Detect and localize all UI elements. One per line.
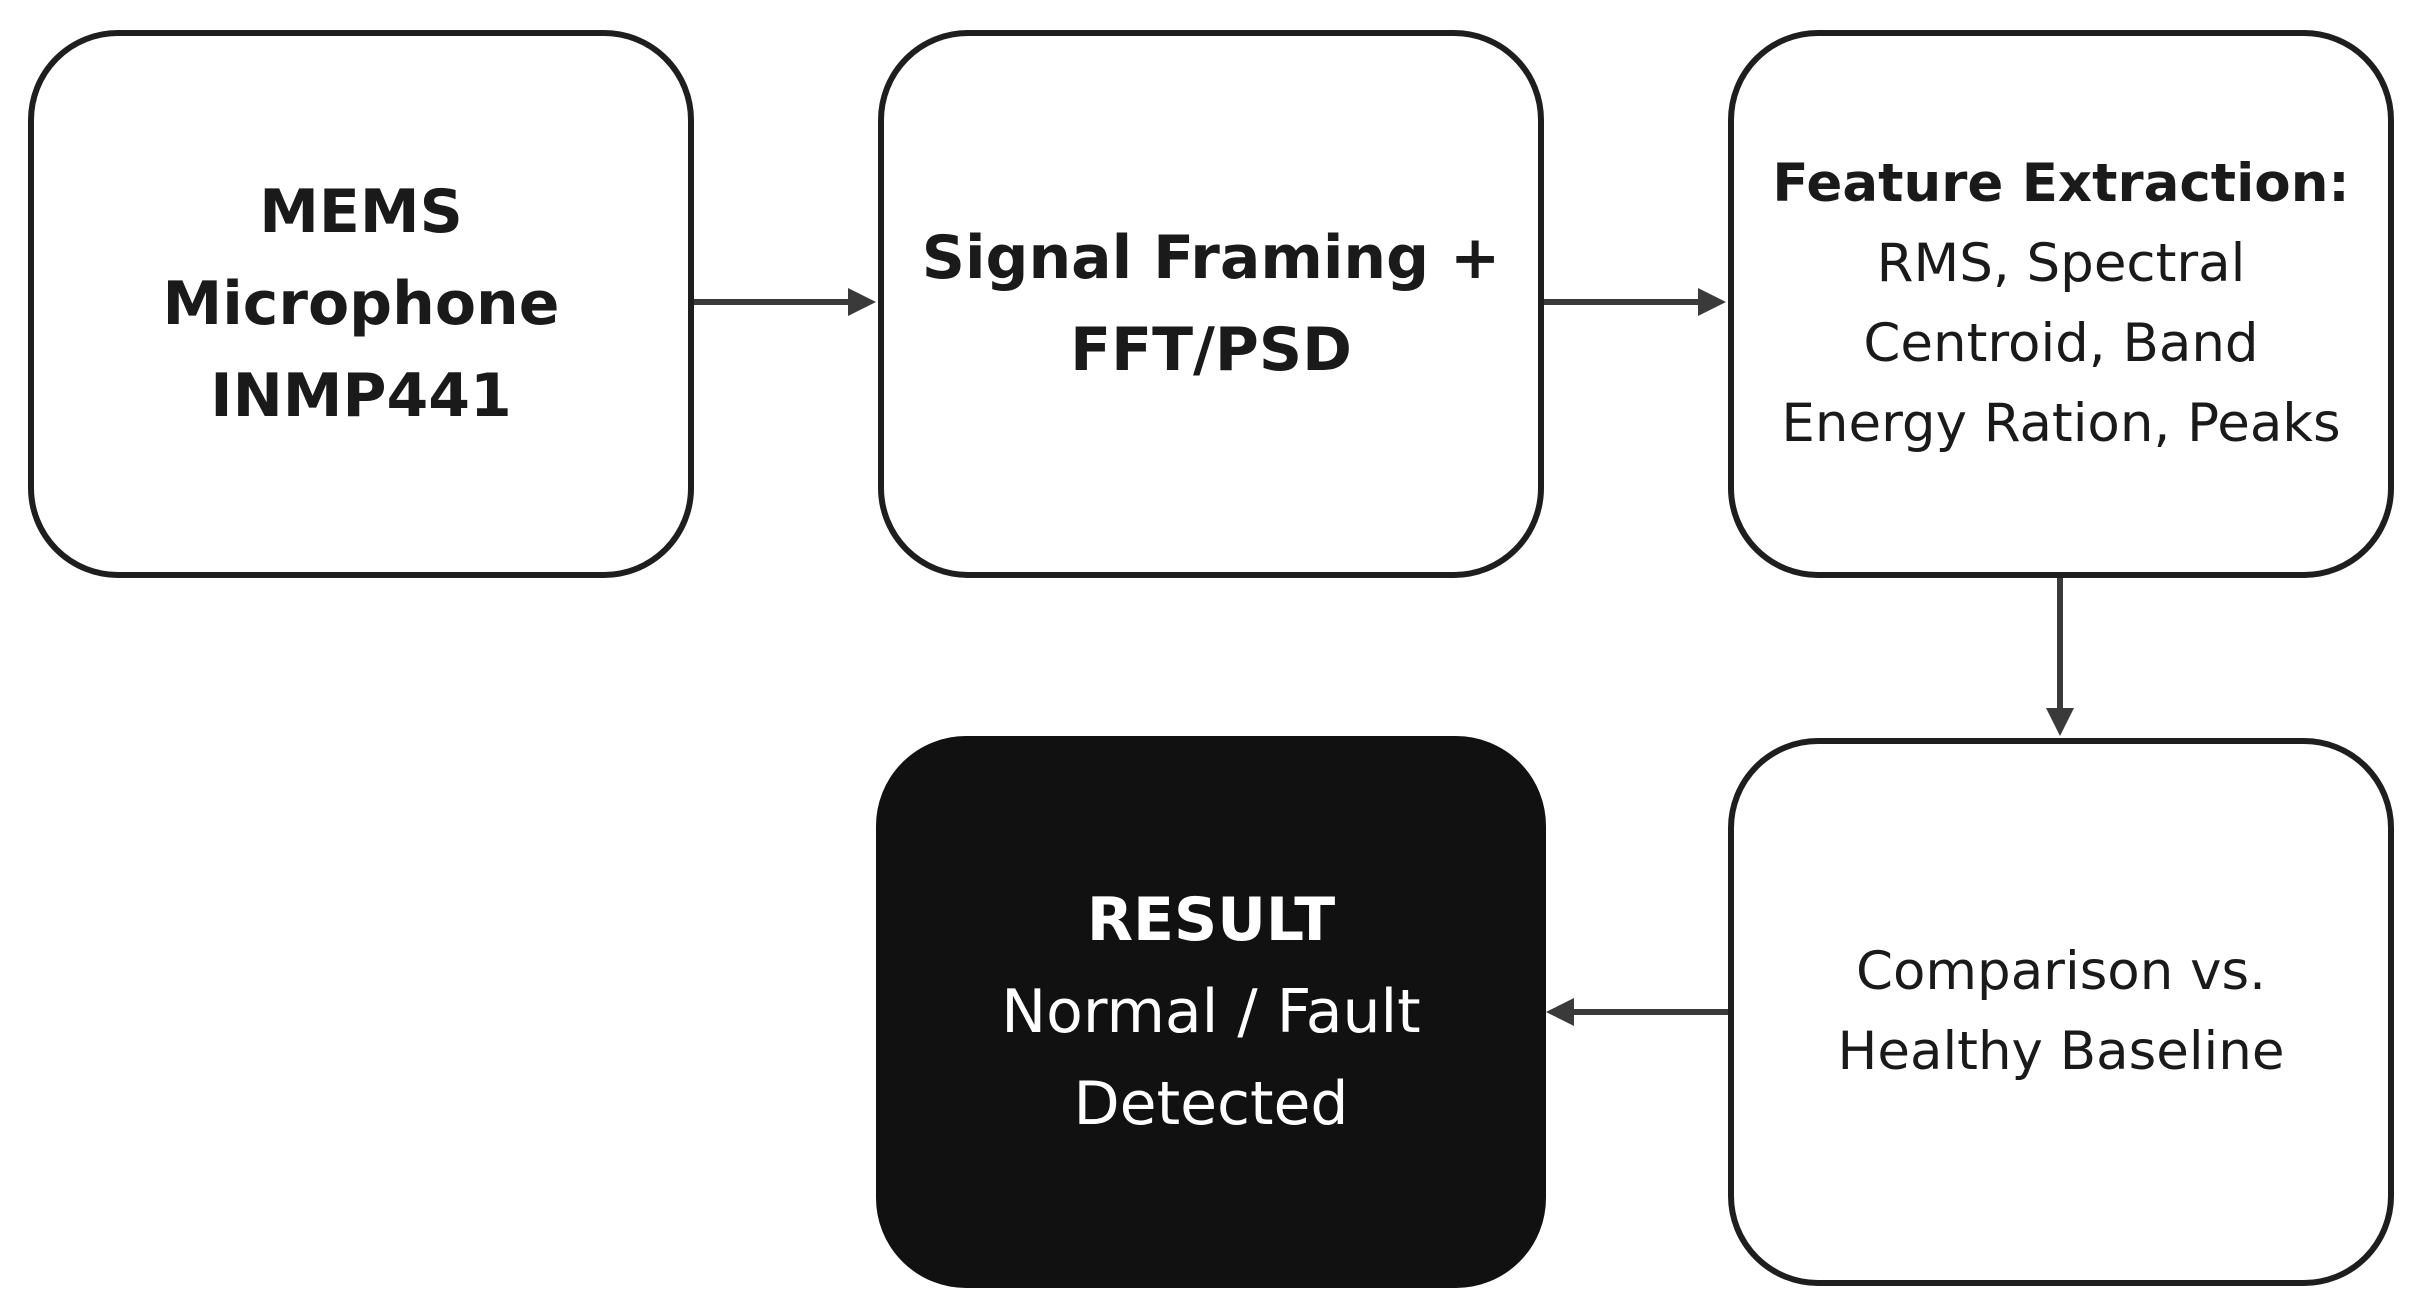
node-result-line-2: Detected: [1073, 1069, 1349, 1139]
node-compare-line-2: Healthy Baseline: [1837, 1021, 2285, 1082]
node-mems-line-3: INMP441: [210, 361, 512, 431]
node-compare-line-1: Comparison vs.: [1856, 941, 2266, 1002]
arrow-framing-to-features: [1544, 288, 1726, 316]
node-features-line-3: Energy Ration, Peaks: [1781, 393, 2341, 454]
node-framing-line-2: FFT/PSD: [1070, 315, 1352, 385]
node-signal-framing: Signal Framing + FFT/PSD: [878, 30, 1544, 578]
node-feature-extraction: Feature Extraction: RMS, Spectral Centro…: [1728, 30, 2394, 578]
node-features-title: Feature Extraction:: [1772, 153, 2350, 214]
arrow-features-to-compare: [2046, 578, 2074, 736]
node-mems-line-2: Microphone: [162, 269, 560, 339]
node-framing-line-1: Signal Framing +: [921, 223, 1501, 293]
node-result-title: RESULT: [1086, 885, 1336, 955]
node-comparison: Comparison vs. Healthy Baseline: [1728, 738, 2394, 1286]
node-features-line-2: Centroid, Band: [1863, 313, 2259, 374]
node-features-line-1: RMS, Spectral: [1876, 233, 2246, 294]
arrow-mems-to-framing: [694, 288, 876, 316]
node-mems-microphone: MEMS Microphone INMP441: [28, 30, 694, 578]
node-result-line-1: Normal / Fault: [1001, 977, 1421, 1047]
node-result: RESULT Normal / Fault Detected: [876, 736, 1546, 1288]
node-mems-line-1: MEMS: [259, 177, 463, 247]
arrow-compare-to-result: [1546, 998, 1728, 1026]
